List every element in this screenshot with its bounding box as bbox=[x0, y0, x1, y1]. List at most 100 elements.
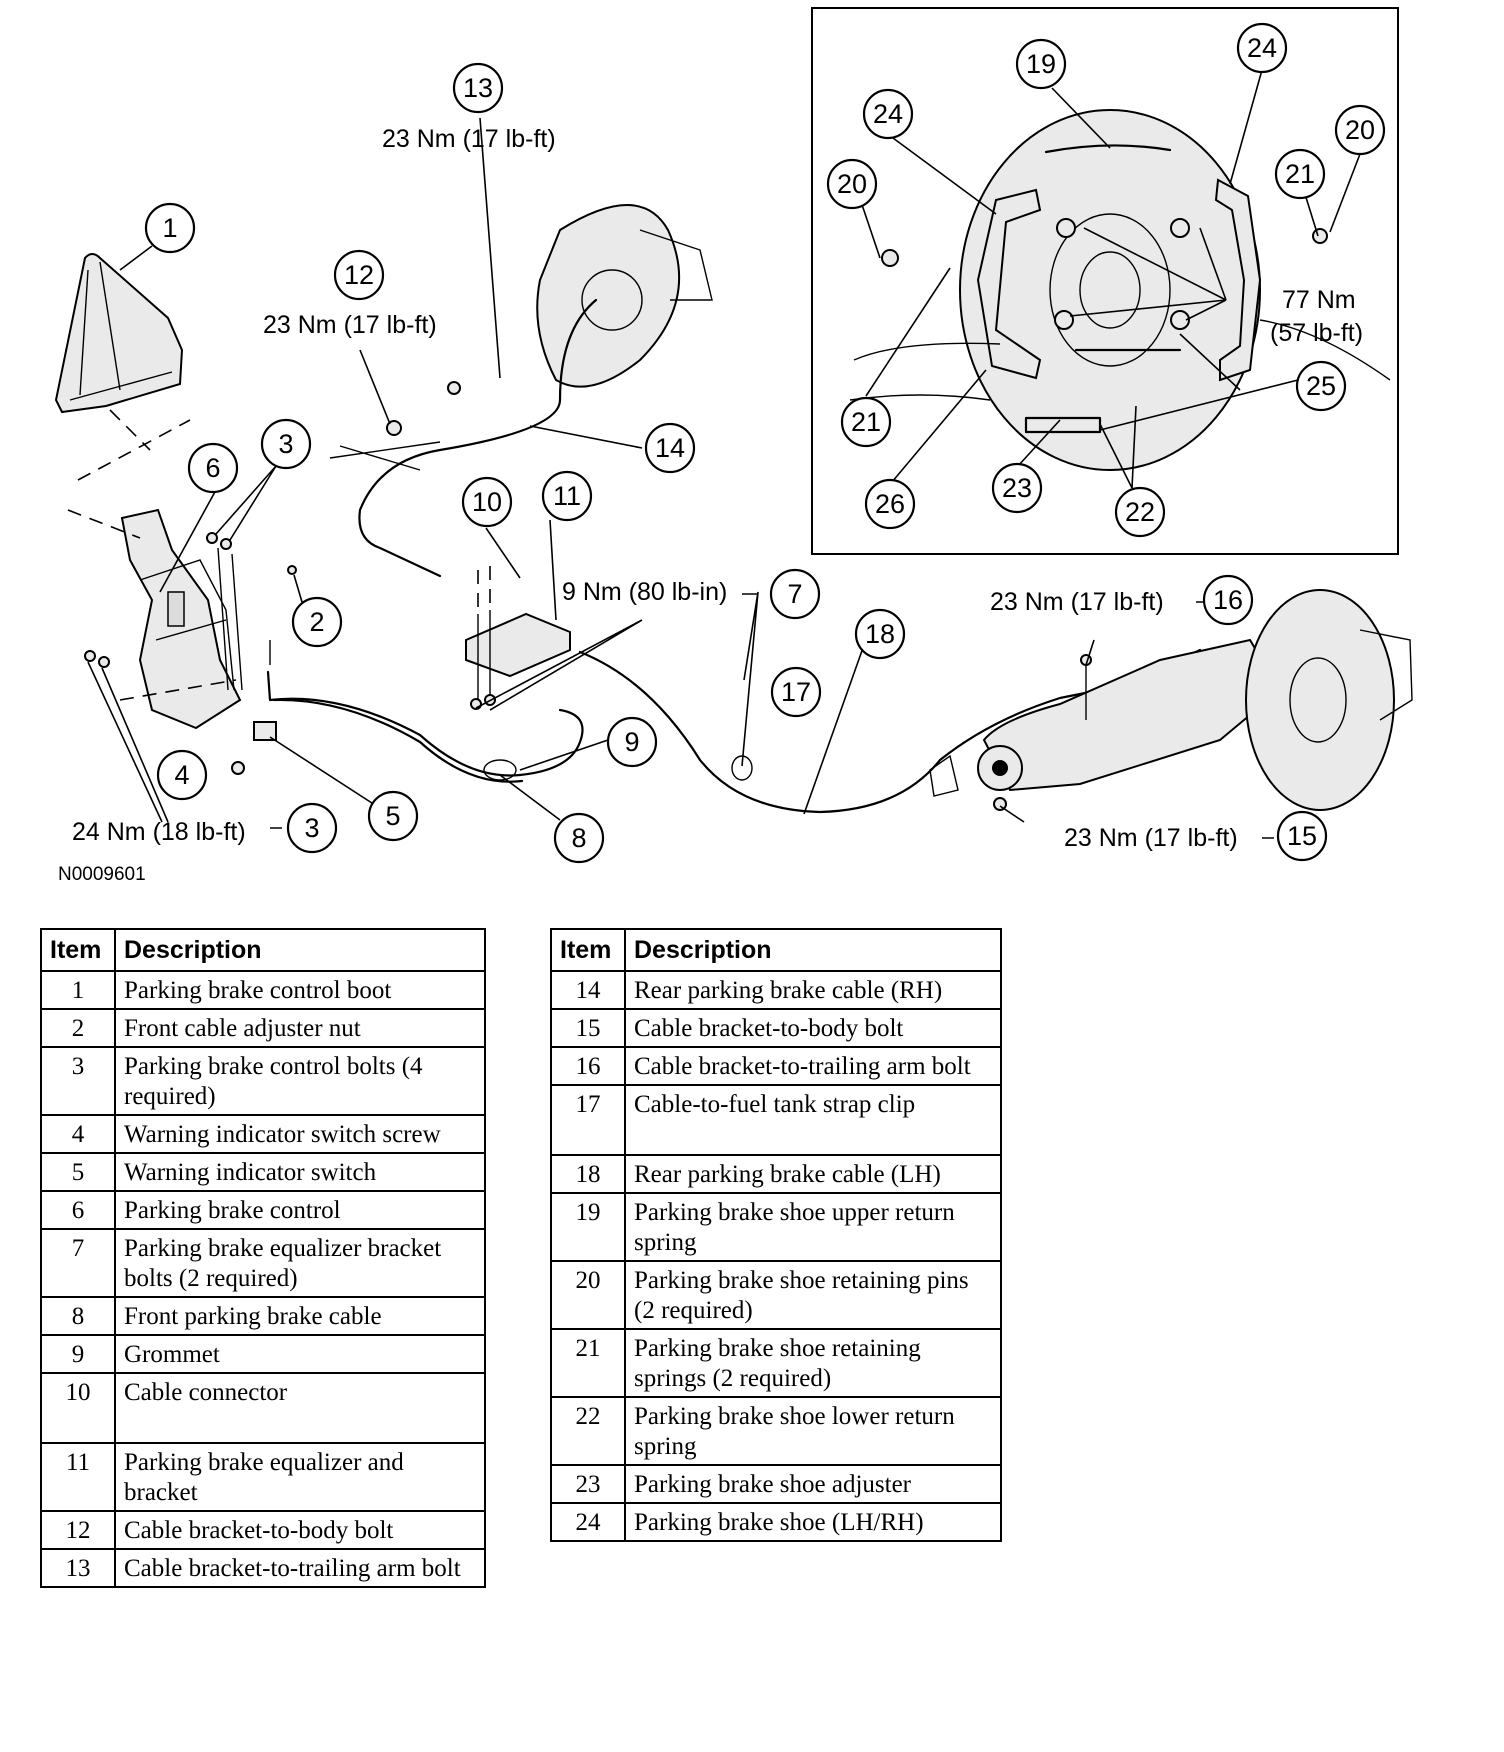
figure-id: N0009601 bbox=[58, 864, 146, 885]
control-bolts-drawing bbox=[84, 532, 297, 775]
svg-text:18: 18 bbox=[865, 619, 895, 649]
svg-text:6: 6 bbox=[205, 453, 220, 483]
item-number: 11 bbox=[40, 1442, 116, 1512]
item-number: 24 bbox=[550, 1502, 626, 1542]
callout-3-upper: 3 bbox=[260, 418, 312, 470]
item-description: Cable bracket-to-body bolt bbox=[114, 1510, 486, 1550]
svg-text:12: 12 bbox=[344, 260, 374, 290]
callout-25: 25 bbox=[1295, 360, 1347, 412]
svg-text:24: 24 bbox=[1247, 33, 1277, 63]
control-boot-drawing bbox=[54, 253, 184, 414]
callout-14: 14 bbox=[644, 422, 696, 474]
item-description: Parking brake control boot bbox=[114, 970, 486, 1010]
callout-20-right: 20 bbox=[1334, 104, 1386, 156]
lh-rear-hub-drawing bbox=[1245, 589, 1413, 811]
item-number: 6 bbox=[40, 1190, 116, 1230]
svg-text:23: 23 bbox=[1002, 473, 1032, 503]
parking-brake-exploded-diagram: 23 Nm (17 lb-ft) 23 Nm (17 lb-ft) 9 Nm (… bbox=[54, 7, 1413, 885]
callout-1: 1 bbox=[144, 202, 196, 254]
callout-16: 16 bbox=[1202, 574, 1254, 626]
item-description: Front parking brake cable bbox=[114, 1296, 486, 1336]
legend-header-row: Item Description bbox=[40, 928, 486, 972]
item-description: Warning indicator switch screw bbox=[114, 1114, 486, 1154]
item-description: Parking brake control bolts (4 required) bbox=[114, 1046, 486, 1116]
item-description: Front cable adjuster nut bbox=[114, 1008, 486, 1048]
torque-label-57lbft: (57 lb-ft) bbox=[1270, 319, 1363, 347]
item-description: Parking brake shoe retaining springs (2 … bbox=[624, 1328, 1002, 1398]
svg-text:4: 4 bbox=[174, 760, 189, 790]
item-description: Parking brake equalizer and bracket bbox=[114, 1442, 486, 1512]
lh-trailing-arm-drawing bbox=[977, 638, 1282, 792]
callout-22: 22 bbox=[1114, 486, 1166, 538]
warning-switch-drawing bbox=[253, 721, 277, 741]
header-item: Item bbox=[550, 928, 626, 972]
svg-text:7: 7 bbox=[787, 579, 802, 609]
callout-8: 8 bbox=[553, 812, 605, 864]
item-description: Parking brake shoe adjuster bbox=[624, 1464, 1002, 1504]
svg-text:21: 21 bbox=[851, 407, 881, 437]
rh-rear-cable-drawing bbox=[358, 298, 598, 578]
callout-9: 9 bbox=[606, 716, 658, 768]
item-description: Parking brake shoe (LH/RH) bbox=[624, 1502, 1002, 1542]
svg-text:26: 26 bbox=[875, 489, 905, 519]
torque-label-item-12: 23 Nm (17 lb-ft) bbox=[263, 311, 437, 339]
item-number: 21 bbox=[550, 1328, 626, 1398]
front-parking-brake-cable-drawing bbox=[266, 640, 584, 783]
header-description: Description bbox=[624, 928, 1002, 972]
item-description: Cable bracket-to-trailing arm bolt bbox=[114, 1548, 486, 1588]
item-number: 5 bbox=[40, 1152, 116, 1192]
svg-text:25: 25 bbox=[1306, 371, 1336, 401]
svg-text:19: 19 bbox=[1026, 49, 1056, 79]
item-number: 8 bbox=[40, 1296, 116, 1336]
callout-20-left: 20 bbox=[826, 158, 878, 210]
svg-text:5: 5 bbox=[385, 801, 400, 831]
callout-24-right: 24 bbox=[1236, 22, 1288, 74]
item-number: 12 bbox=[40, 1510, 116, 1550]
callout-19: 19 bbox=[1015, 38, 1067, 90]
svg-text:11: 11 bbox=[553, 481, 581, 511]
item-number: 23 bbox=[550, 1464, 626, 1504]
item-number: 14 bbox=[550, 970, 626, 1010]
header-item: Item bbox=[40, 928, 116, 972]
callout-6: 6 bbox=[187, 442, 239, 494]
callout-24-left: 24 bbox=[862, 88, 914, 140]
svg-text:2: 2 bbox=[309, 607, 324, 637]
svg-text:21: 21 bbox=[1285, 159, 1315, 189]
svg-text:20: 20 bbox=[1345, 115, 1375, 145]
inset-frame bbox=[811, 7, 1399, 555]
item-number: 1 bbox=[40, 970, 116, 1010]
item-description: Rear parking brake cable (RH) bbox=[624, 970, 1002, 1010]
item-description: Rear parking brake cable (LH) bbox=[624, 1154, 1002, 1194]
item-description: Grommet bbox=[114, 1334, 486, 1374]
item-number: 22 bbox=[550, 1396, 626, 1466]
svg-text:15: 15 bbox=[1287, 821, 1317, 851]
callout-5: 5 bbox=[367, 790, 419, 842]
rh-brake-backing-plate-drawing bbox=[536, 204, 713, 388]
svg-text:3: 3 bbox=[304, 813, 319, 843]
item-number: 13 bbox=[40, 1548, 116, 1588]
legend-header-row: Item Description bbox=[550, 928, 1002, 972]
item-description: Warning indicator switch bbox=[114, 1152, 486, 1192]
torque-label-item-13: 23 Nm (17 lb-ft) bbox=[382, 125, 556, 153]
callout-7: 7 bbox=[769, 568, 821, 620]
callout-10: 10 bbox=[461, 476, 513, 528]
callout-13: 13 bbox=[452, 62, 504, 114]
header-description: Description bbox=[114, 928, 486, 972]
